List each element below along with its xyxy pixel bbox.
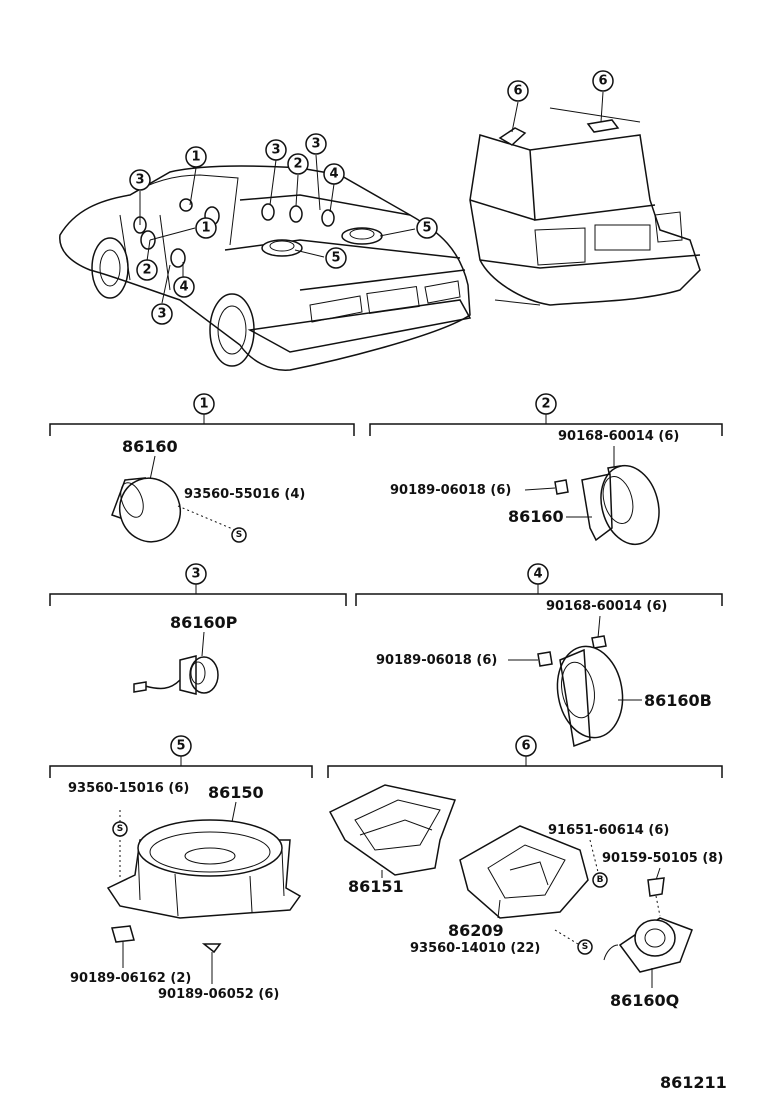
callout-3a: 3 (129, 169, 151, 191)
svg-text:5: 5 (331, 251, 340, 266)
section-1: 86160 93560-55016 (4) S (111, 437, 305, 543)
part-86160-b: 86160 (508, 507, 564, 526)
clip-icon (111, 925, 135, 943)
speaker-icon (111, 477, 181, 543)
speaker-icon (106, 819, 302, 919)
part-86151: 86151 (348, 877, 404, 896)
speaker-icon (556, 645, 624, 748)
part-86160P: 86160P (170, 613, 238, 632)
speaker-icon (581, 464, 660, 546)
part-90189-06018-a: 90189-06018 (6) (390, 483, 511, 498)
part-91651-60614: 91651-60614 (6) (548, 823, 669, 838)
part-90189-06018-b: 90189-06018 (6) (376, 653, 497, 668)
section-brackets (49, 414, 723, 778)
callout-3b: 3 (151, 303, 173, 325)
screw-icon: S (577, 939, 593, 955)
section-3: 86160P (133, 613, 238, 695)
section-callout-1: 1 (193, 393, 215, 415)
callout-5a: 5 (416, 217, 438, 239)
section-callout-3: 3 (185, 563, 207, 585)
bolt-icon: B (592, 872, 608, 888)
svg-text:3: 3 (191, 567, 200, 582)
callout-2a: 2 (136, 259, 158, 281)
svg-text:4: 4 (533, 567, 542, 582)
svg-text:6: 6 (513, 84, 522, 99)
svg-text:B: B (597, 875, 604, 885)
part-90168-60014-a: 90168-60014 (6) (558, 429, 679, 444)
section-4: 90168-60014 (6) 90189-06018 (6) 86160B (376, 599, 712, 748)
svg-text:3: 3 (271, 143, 280, 158)
callout-4a: 4 (173, 276, 195, 298)
part-90168-60014-b: 90168-60014 (6) (546, 599, 667, 614)
clip-icon (554, 479, 569, 495)
svg-text:3: 3 (311, 137, 320, 152)
speaker-icon (133, 655, 219, 695)
part-86209: 86209 (448, 921, 504, 940)
callout-3d: 3 (305, 133, 327, 155)
svg-text:5: 5 (422, 221, 431, 236)
bolt-icon (647, 877, 665, 897)
svg-text:4: 4 (179, 280, 188, 295)
svg-text:1: 1 (191, 150, 200, 165)
section-2: 90168-60014 (6) 90189-06018 (6) 86160 (390, 429, 679, 546)
part-93560-15016: 93560-15016 (6) (68, 781, 189, 796)
callout-1a: 1 (185, 146, 207, 168)
svg-text:S: S (117, 824, 123, 834)
part-90189-06162: 90189-06162 (2) (70, 971, 191, 986)
section-callout-5: 5 (170, 735, 192, 757)
section-callout-4: 4 (527, 563, 549, 585)
section-6: 86151 86209 93560-14010 (22) S 91651-606… (328, 784, 723, 1010)
svg-text:6: 6 (521, 739, 530, 754)
callout-5b: 5 (325, 247, 347, 269)
svg-text:3: 3 (157, 307, 166, 322)
callout-6a: 6 (507, 80, 529, 102)
screw-icon: S (112, 821, 128, 837)
section-callout-2: 2 (535, 393, 557, 415)
svg-text:1: 1 (199, 397, 208, 412)
svg-text:S: S (236, 530, 242, 540)
bracket-icon (459, 825, 589, 919)
part-86160-a: 86160 (122, 437, 178, 456)
svg-text:3: 3 (135, 173, 144, 188)
svg-text:2: 2 (142, 263, 151, 278)
callout-3c: 3 (265, 139, 287, 161)
svg-text:4: 4 (329, 167, 338, 182)
part-90189-06052: 90189-06052 (6) (158, 987, 279, 1002)
callout-2b: 2 (287, 153, 309, 175)
part-90159-50105: 90159-50105 (8) (602, 851, 723, 866)
sedan-illustration: 1 1 3 2 3 4 3 2 3 4 5 5 (59, 133, 472, 371)
cover-icon (328, 784, 457, 876)
part-86150: 86150 (208, 783, 264, 802)
wagon-illustration: 6 6 (469, 70, 701, 306)
callout-6b: 6 (592, 70, 614, 92)
callout-1b: 1 (195, 217, 217, 239)
screw-icon: S (231, 527, 247, 543)
part-86160Q: 86160Q (610, 991, 679, 1010)
clip-icon (537, 651, 553, 667)
bolt-icon (591, 635, 607, 649)
svg-text:2: 2 (293, 157, 302, 172)
svg-text:1: 1 (201, 221, 210, 236)
svg-text:2: 2 (541, 397, 550, 412)
callout-4b: 4 (323, 163, 345, 185)
svg-text:6: 6 (598, 74, 607, 89)
section-callout-6: 6 (515, 735, 537, 757)
part-86160B: 86160B (644, 691, 712, 710)
svg-text:S: S (582, 942, 588, 952)
part-93560-55016: 93560-55016 (4) (184, 487, 305, 502)
figure-code: 861211 (660, 1073, 727, 1092)
svg-text:5: 5 (176, 739, 185, 754)
speaker-icon (603, 917, 693, 973)
section-5: 93560-15016 (6) 86150 S 90189-06162 (2) … (68, 781, 302, 1002)
clip-icon (201, 943, 222, 954)
part-93560-14010: 93560-14010 (22) (410, 941, 540, 956)
